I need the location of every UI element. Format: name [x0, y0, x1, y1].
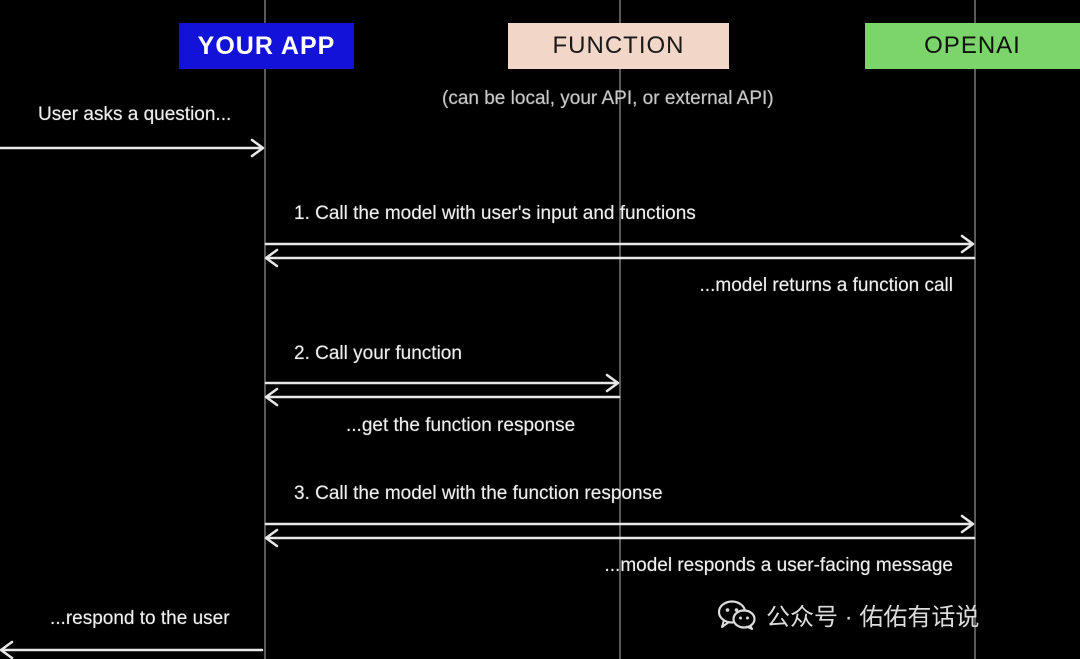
- lifeline-openai: [974, 0, 976, 659]
- label-step1: 1. Call the model with user's input and …: [294, 203, 696, 224]
- arrow-app-to-user: [0, 640, 264, 659]
- label-step3-return: ...model responds a user-facing message: [604, 555, 953, 576]
- arrow-openai-to-app-1: [264, 248, 976, 268]
- lifeline-function: [619, 0, 621, 659]
- label-respond: ...respond to the user: [50, 608, 230, 629]
- label-step3: 3. Call the model with the function resp…: [294, 483, 663, 504]
- arrow-app-to-function: [264, 373, 620, 393]
- header-your-app: YOUR APP: [179, 23, 354, 69]
- lifeline-your-app: [264, 0, 266, 659]
- watermark: 公众号 · 佑佑有话说: [717, 597, 980, 632]
- arrow-openai-to-app-2: [264, 528, 976, 548]
- header-function: FUNCTION: [508, 23, 729, 69]
- arrow-user-to-app: [0, 138, 265, 158]
- label-step1-return: ...model returns a function call: [699, 275, 953, 296]
- header-openai: OPENAI: [865, 23, 1080, 69]
- arrow-app-to-openai-2: [264, 514, 975, 534]
- function-note: (can be local, your API, or external API…: [442, 88, 774, 109]
- watermark-text: 公众号 · 佑佑有话说: [766, 604, 980, 631]
- arrow-function-to-app: [264, 387, 621, 407]
- label-user-asks: User asks a question...: [38, 104, 232, 125]
- wechat-icon: [717, 599, 756, 630]
- label-step2-return: ...get the function response: [346, 415, 576, 436]
- arrow-app-to-openai-1: [264, 234, 975, 254]
- label-step2: 2. Call your function: [294, 343, 462, 364]
